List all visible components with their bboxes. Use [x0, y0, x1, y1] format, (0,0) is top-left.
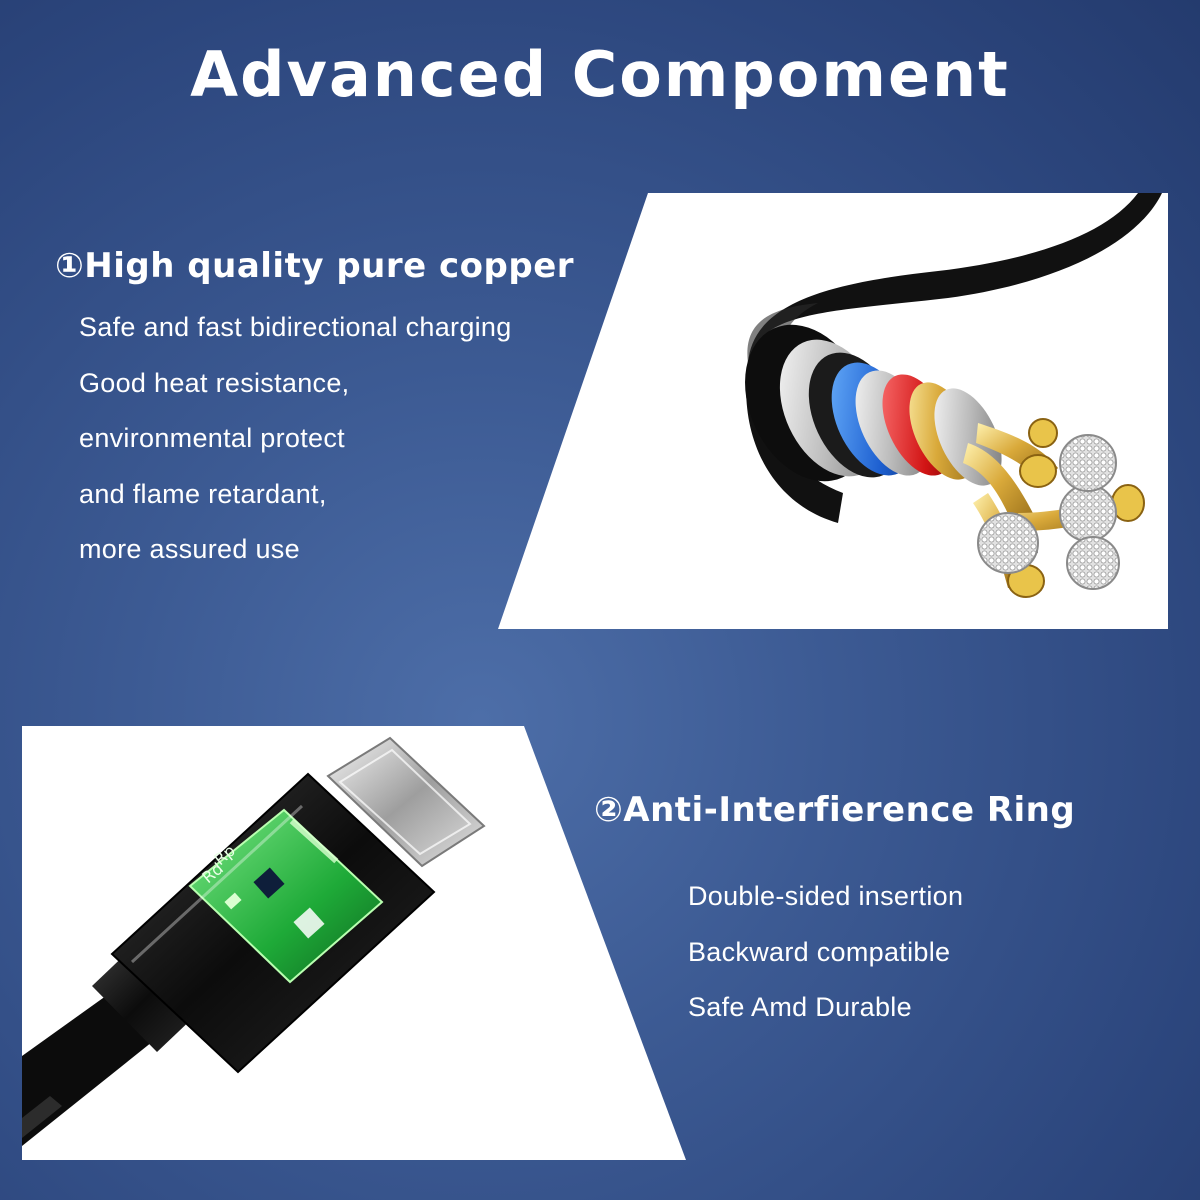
feature-list-copper: Safe and fast bidirectional charging Goo… [79, 312, 512, 590]
page-title: Advanced Compoment [190, 38, 1010, 111]
cable-cross-section-icon [498, 193, 1168, 629]
feature-item: Safe and fast bidirectional charging [79, 312, 512, 342]
usb-c-connector-icon: Rp Rd [22, 726, 686, 1160]
feature-list-ring: Double-sided insertion Backward compatib… [688, 881, 963, 1048]
feature-item: Safe Amd Durable [688, 992, 912, 1022]
section-heading-copper: ①High quality pure copper [55, 246, 575, 286]
feature-item: Double-sided insertion [688, 881, 964, 911]
feature-item: Backward compatible [688, 936, 951, 967]
section-heading-ring: ②Anti-Interfierence Ring [594, 790, 1076, 830]
feature-item: and flame retardant, [79, 478, 327, 509]
usb-c-connector-panel: Rp Rd [22, 726, 686, 1160]
feature-item: Good heat resistance, [79, 367, 350, 398]
cable-cross-section-panel [498, 193, 1168, 629]
feature-item: environmental protect [79, 423, 345, 453]
feature-item: more assured use [79, 534, 300, 564]
